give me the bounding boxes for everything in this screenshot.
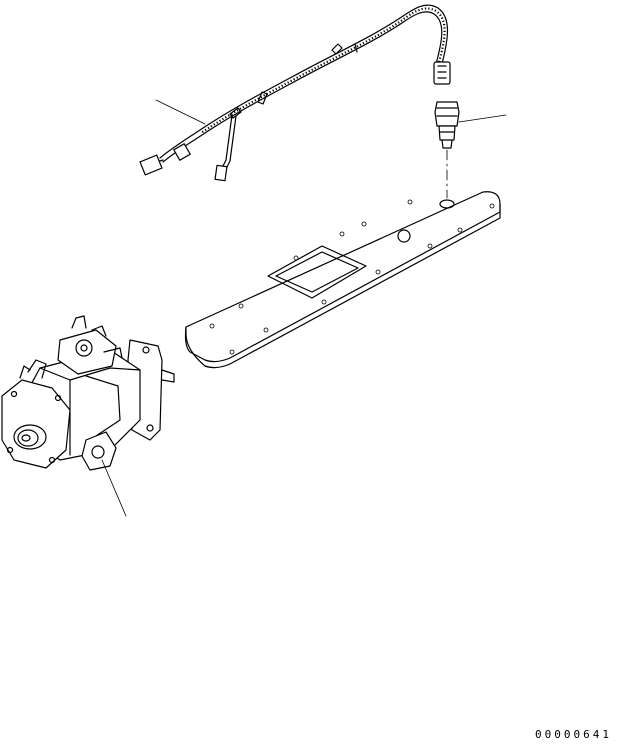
branch-connector [214, 164, 228, 182]
leader-harness [155, 99, 206, 125]
harness-top-connector [433, 61, 451, 85]
harness-end-connector [139, 154, 163, 176]
sensor [434, 101, 507, 199]
cover-plate [184, 191, 501, 369]
wiring-harness [139, 4, 451, 182]
harness-clip-2 [257, 91, 268, 105]
leader-pump [101, 459, 127, 517]
drawing-number: 00000641 [535, 728, 612, 741]
leader-sensor [458, 114, 507, 123]
harness-clip-3 [229, 107, 242, 119]
harness-clip [331, 43, 343, 55]
fuel-injection-pump [1, 315, 175, 517]
